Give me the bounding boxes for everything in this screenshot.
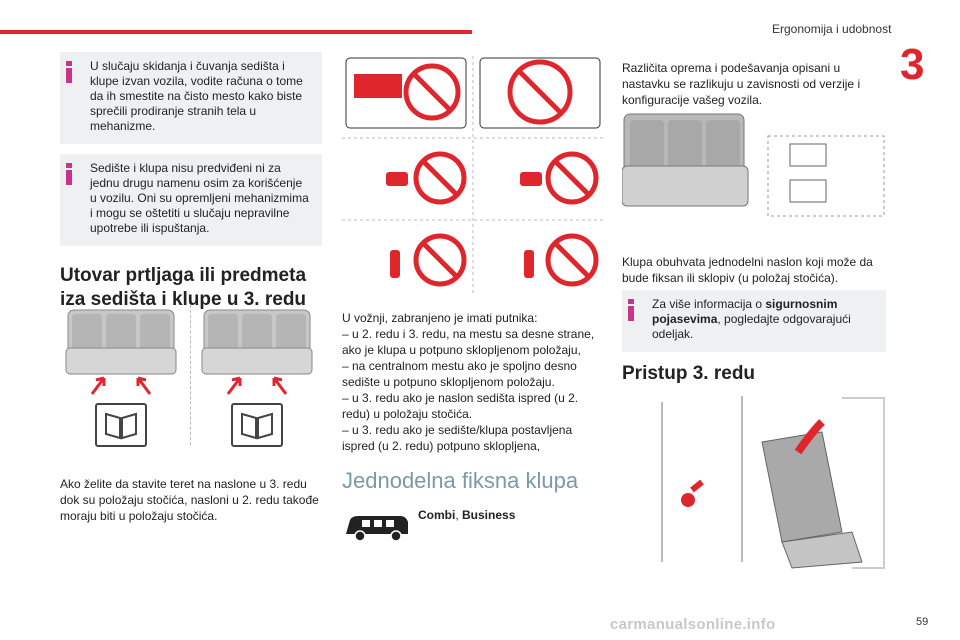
- seat-belts-link: sigurnosnim pojasevima: [652, 297, 838, 326]
- seat-loading-illustration-right: [198, 304, 316, 450]
- prohibition-line: – u 2. redu i 3. redu, na mestu sa desne…: [342, 327, 595, 357]
- info-note-text: U slučaju skidanja i čuvanja sedišta i k…: [90, 59, 303, 133]
- prohibition-line: – u 3. redu ako je sedište/klupa postavl…: [342, 423, 573, 453]
- column-left: U slučaju skidanja i čuvanja sedišta i k…: [60, 50, 322, 312]
- version-labels: Combi, Business: [418, 508, 515, 522]
- info-note: U slučaju skidanja i čuvanja sedišta i k…: [60, 52, 322, 144]
- loading-paragraph: Ako želite da stavite teret na naslone u…: [60, 477, 319, 523]
- version-combi: Combi: [418, 508, 456, 522]
- note-text-pre: Za više informacija o: [652, 297, 766, 311]
- info-icon: [66, 163, 72, 185]
- prohibition-line: U vožnji, zabranjeno je imati putnika:: [342, 311, 538, 325]
- prohibition-line: – na centralnom mestu ako je spoljno des…: [342, 359, 577, 389]
- page-number: 59: [916, 616, 929, 628]
- van-icon: [342, 510, 412, 542]
- chapter-title: Ergonomija i udobnost: [772, 22, 892, 36]
- chapter-number: 3: [900, 40, 925, 89]
- prohibition-pictograms: [342, 54, 604, 298]
- watermark-text: carmanualsonline.info: [610, 616, 776, 633]
- version-separator: ,: [455, 508, 463, 522]
- version-business: Business: [462, 508, 516, 522]
- bench-illustration: [621, 110, 886, 230]
- config-paragraph: Različita oprema i podešavanja opisani u…: [622, 61, 861, 107]
- header-accent-bar: [0, 30, 472, 34]
- info-icon: [66, 61, 72, 83]
- section-heading: Jednodelna fiksna klupa: [342, 468, 579, 493]
- figure-divider: [190, 305, 191, 445]
- third-row-access-illustration: [622, 392, 886, 570]
- note-text-post: , pogledajte odgovarajući odeljak.: [652, 312, 851, 341]
- section-heading: Utovar prtljaga ili predmeta iza sedišta…: [60, 265, 307, 310]
- info-note-text: Sedište i klupa nisu predviđeni ni za je…: [90, 161, 309, 235]
- info-note-text: Za više informacija o sigurnosnim pojase…: [632, 297, 876, 342]
- info-note: Za više informacija o sigurnosnim pojase…: [622, 290, 886, 352]
- bench-paragraph: Klupa obuhvata jednodelni naslon koji mo…: [622, 255, 873, 285]
- info-icon: [628, 299, 634, 321]
- info-note: Sedište i klupa nisu predviđeni ni za je…: [60, 154, 322, 246]
- section-heading: Pristup 3. redu: [622, 363, 756, 384]
- prohibition-paragraph: U vožnji, zabranjeno je imati putnika: –…: [342, 310, 604, 454]
- seat-loading-illustration-left: [62, 304, 180, 450]
- prohibition-line: – u 3. redu ako je naslon sedišta ispred…: [342, 391, 579, 421]
